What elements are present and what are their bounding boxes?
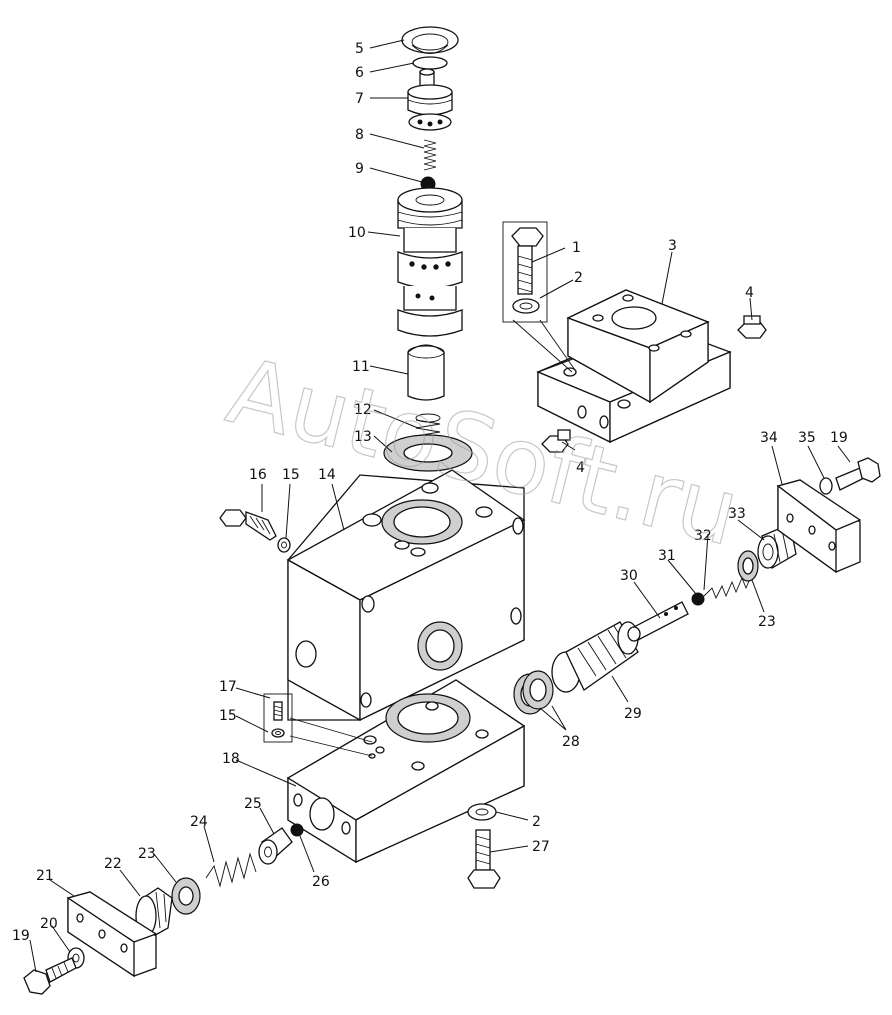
- label-15-upper: 15: [282, 467, 300, 483]
- label-4-upper: 4: [745, 285, 754, 301]
- bolt-leader-lines: [512, 319, 576, 373]
- part-17-screw: [273, 701, 283, 721]
- part-5-seal-ring: [401, 26, 459, 54]
- part-2-lock-washer-lower: [467, 803, 497, 821]
- label-25: 25: [244, 796, 262, 812]
- label-1: 1: [572, 240, 581, 256]
- label-13: 13: [354, 429, 372, 445]
- label-21: 21: [36, 868, 54, 884]
- label-23-left: 23: [138, 846, 156, 862]
- label-20: 20: [40, 916, 58, 932]
- label-23-right: 23: [758, 614, 776, 630]
- part-11-piston: [407, 344, 445, 401]
- part-1-bolt: [511, 227, 544, 295]
- leader-lines: [29, 39, 851, 973]
- label-17: 17: [219, 679, 237, 695]
- part-21-cover-plate: [66, 891, 158, 978]
- label-7: 7: [355, 91, 364, 107]
- part-23-seal-right: [737, 550, 759, 582]
- label-34: 34: [760, 430, 778, 446]
- label-16: 16: [249, 467, 267, 483]
- part-26-ball: [290, 823, 304, 837]
- callout-labels: 5 6 7 8 9 10 11 12 13 16 15 14 1 2 3 4 4…: [12, 41, 848, 944]
- part-3-flange-block: [536, 289, 732, 444]
- part-7-plug: [407, 68, 453, 131]
- label-2-upper: 2: [574, 270, 583, 286]
- part-10-valve-sleeve: [397, 187, 463, 337]
- detail-box-17-15: [263, 693, 373, 757]
- part-15-washer-lower: [271, 728, 285, 738]
- part-35-lock-washer: [819, 477, 833, 495]
- label-9: 9: [355, 161, 364, 177]
- part-19-bolt-right: [835, 457, 881, 491]
- part-13-gasket: [383, 434, 473, 472]
- label-22: 22: [104, 856, 122, 872]
- label-2-lower: 2: [532, 814, 541, 830]
- label-15-lower: 15: [219, 708, 237, 724]
- label-6: 6: [355, 65, 364, 81]
- part-31-ball: [691, 592, 705, 606]
- part-8-spring: [423, 139, 437, 171]
- label-26: 26: [312, 874, 330, 890]
- part-34-cover-plate: [776, 479, 862, 574]
- part-15-washer: [277, 537, 291, 553]
- label-18: 18: [222, 751, 240, 767]
- part-6-washer: [412, 56, 448, 70]
- label-4-lower: 4: [576, 460, 585, 476]
- part-25-poppet: [258, 827, 293, 865]
- label-11: 11: [352, 359, 370, 375]
- label-24: 24: [190, 814, 208, 830]
- label-32: 32: [694, 528, 712, 544]
- part-19-bolt-left: [23, 957, 77, 995]
- label-3: 3: [668, 238, 677, 254]
- part-32-spring: [703, 573, 753, 600]
- label-35: 35: [798, 430, 816, 446]
- part-29-valve-spool: [551, 621, 639, 693]
- part-2-lock-washer: [512, 298, 540, 314]
- label-19-left: 19: [12, 928, 30, 944]
- label-19-right: 19: [830, 430, 848, 446]
- part-27-bolt: [467, 829, 501, 889]
- part-28-o-rings: [513, 670, 554, 715]
- label-27: 27: [532, 839, 550, 855]
- part-4-plug-lower: [541, 429, 571, 453]
- bolt-detail-box: [502, 221, 548, 323]
- part-24-spring: [205, 852, 257, 888]
- label-29: 29: [624, 706, 642, 722]
- part-14-valve-body: [286, 469, 526, 722]
- label-33: 33: [728, 506, 746, 522]
- part-18-lower-body: [286, 679, 526, 864]
- label-30: 30: [620, 568, 638, 584]
- label-8: 8: [355, 127, 364, 143]
- label-10: 10: [348, 225, 366, 241]
- label-31: 31: [658, 548, 676, 564]
- part-23-seal-left: [171, 877, 201, 915]
- part-30-plunger: [627, 601, 689, 642]
- label-28: 28: [562, 734, 580, 750]
- label-5: 5: [355, 41, 364, 57]
- label-14: 14: [318, 467, 336, 483]
- part-16-fitting: [219, 509, 277, 541]
- label-12: 12: [354, 402, 372, 418]
